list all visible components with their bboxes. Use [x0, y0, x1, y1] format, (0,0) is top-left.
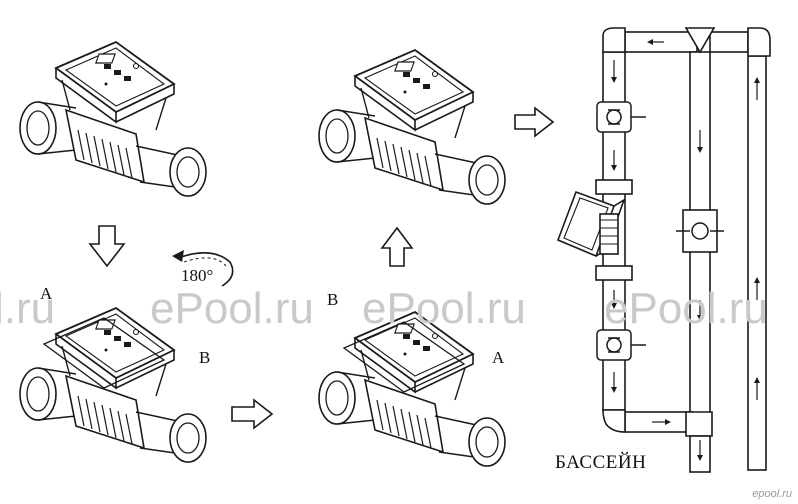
watermark-far-right: ePool.ru	[604, 284, 768, 333]
label-a-left: A	[40, 284, 53, 303]
rotation-label: 180°	[181, 266, 214, 285]
pump-view-step-right	[318, 49, 506, 205]
plumbing-loop	[595, 27, 771, 473]
watermark-right: ePool.ru	[362, 284, 526, 333]
arrow-down	[88, 225, 126, 268]
pump-view-initial	[19, 41, 207, 197]
watermark-left: l.ru	[0, 284, 56, 333]
pool-label: БАССЕЙН	[555, 452, 647, 473]
label-a-right: A	[492, 348, 505, 367]
watermark-corner: epool.ru	[752, 488, 792, 500]
arrow-up	[380, 226, 414, 267]
label-b-left: B	[199, 348, 211, 367]
pump-view-head-rotated	[318, 311, 506, 467]
rotation-arrow	[177, 252, 234, 287]
arrow-right-bottom	[231, 398, 274, 430]
label-b-right: B	[327, 290, 339, 309]
arrow-right-top	[514, 106, 555, 138]
watermark-mid: ePool.ru	[150, 284, 314, 333]
